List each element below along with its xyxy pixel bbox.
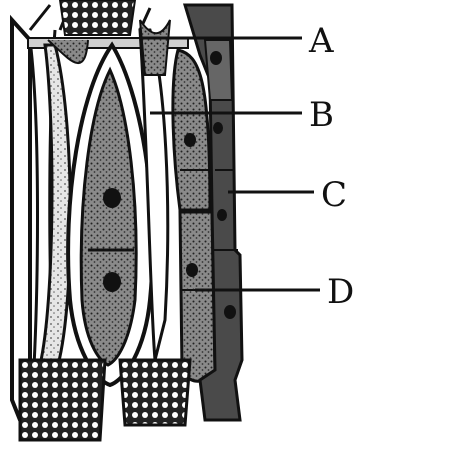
top-sieve-plate [58,0,137,36]
label-a: A [308,21,334,61]
sieve-plate-bottom-left [18,358,107,442]
sieve-plate-bottom-middle [118,358,192,427]
nucleus-upper [103,188,121,208]
parenchyma-column [171,48,217,383]
central-spindle-cell [66,41,155,388]
label-b: B [309,95,334,135]
label-d: D [327,272,354,312]
dark-cell-column [182,3,244,422]
label-c: C [321,175,347,215]
nucleus-lower [103,272,121,292]
